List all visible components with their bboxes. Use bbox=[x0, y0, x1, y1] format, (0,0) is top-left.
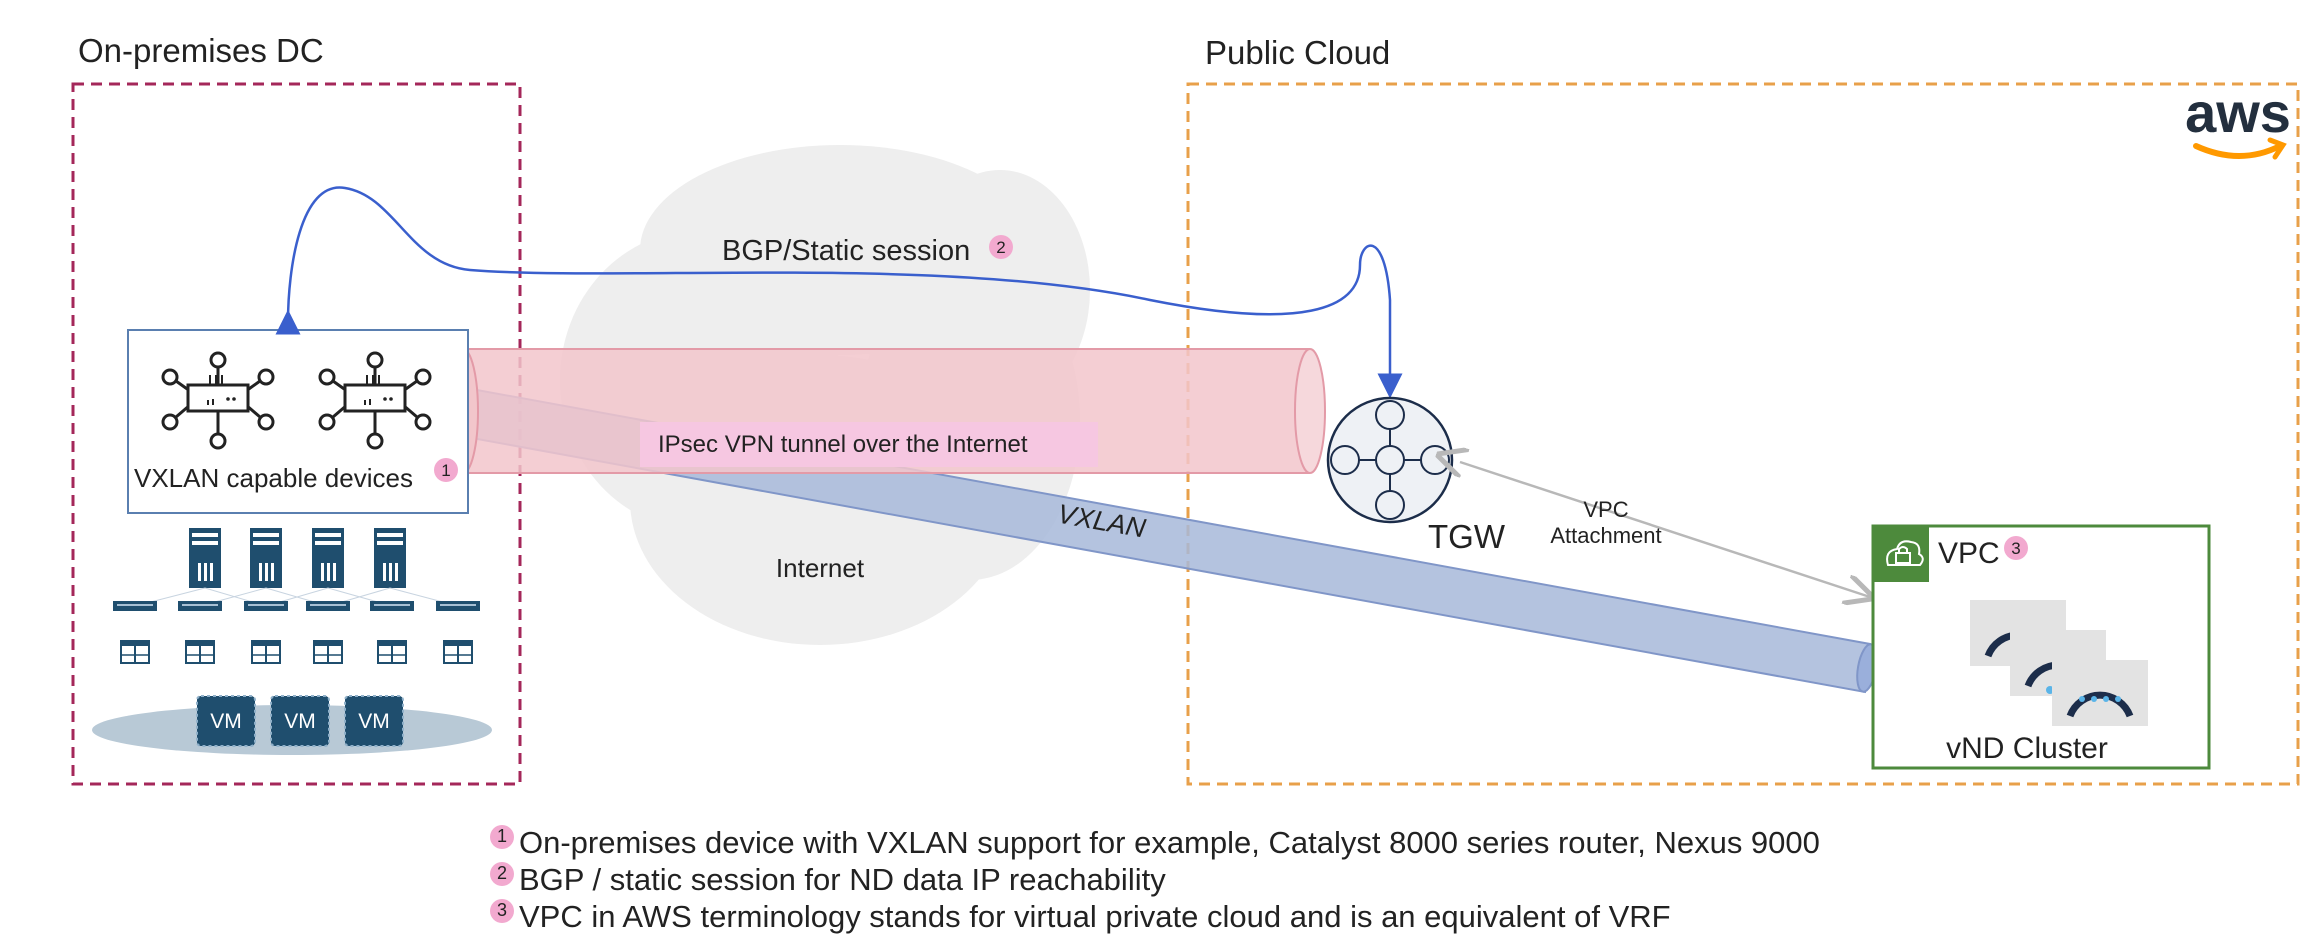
vnd-cluster-label: vND Cluster bbox=[1946, 732, 2108, 765]
switch-icon bbox=[313, 640, 343, 664]
switch-icon bbox=[377, 640, 407, 664]
server-icon bbox=[250, 528, 282, 588]
leaf-switch-icon bbox=[306, 601, 350, 611]
vpc-attachment-arrow bbox=[1460, 462, 1870, 597]
footnote-text: On-premises device with VXLAN support fo… bbox=[519, 825, 1820, 860]
leaf-switch-icon bbox=[244, 601, 288, 611]
svg-text:VM: VM bbox=[210, 710, 242, 733]
footnote-1: 1 On-premises device with VXLAN support … bbox=[490, 824, 1820, 861]
cloud-title: Public Cloud bbox=[1205, 34, 1390, 71]
vxlan-devices-label: VXLAN capable devices bbox=[134, 463, 413, 493]
svg-text:VM: VM bbox=[284, 710, 316, 733]
leaf-switch-icon bbox=[178, 601, 222, 611]
badge-3: 3 bbox=[2004, 536, 2028, 560]
leaf-switch-icon bbox=[113, 601, 157, 611]
tgw-label: TGW bbox=[1428, 518, 1506, 555]
tgw-hub-icon bbox=[1326, 396, 1454, 524]
footnote-text: BGP / static session for ND data IP reac… bbox=[519, 862, 1166, 897]
footnote-2: 2 BGP / static session for ND data IP re… bbox=[490, 861, 1820, 898]
switch-icon bbox=[185, 640, 215, 664]
footnote-badge: 1 bbox=[490, 824, 514, 849]
public-cloud-boundary bbox=[1186, 82, 2300, 786]
ipsec-label: IPsec VPN tunnel over the Internet bbox=[658, 431, 1028, 458]
svg-text:VM: VM bbox=[358, 710, 390, 733]
server-icon bbox=[374, 528, 406, 588]
footnote-badge: 3 bbox=[490, 898, 514, 923]
on-prem-title: On-premises DC bbox=[78, 32, 324, 69]
svg-text:3: 3 bbox=[2011, 539, 2020, 558]
vpc-label: VPC bbox=[1938, 537, 2000, 570]
vpc-attachment-label-1: VPC bbox=[1583, 497, 1628, 522]
ipsec-vpn-tunnel: IPsec VPN tunnel over the Internet bbox=[447, 348, 1326, 474]
vm-chip-icon: VM bbox=[196, 695, 256, 747]
badge-1: 1 bbox=[434, 458, 458, 482]
switch-icon bbox=[251, 640, 281, 664]
bgp-session-label: BGP/Static session bbox=[722, 235, 970, 267]
bgp-session-arrow bbox=[275, 186, 1403, 399]
vm-chip-icon: VM bbox=[270, 695, 330, 747]
vm-chip-icon: VM bbox=[344, 695, 404, 747]
vpc-attachment-label-2: Attachment bbox=[1550, 523, 1661, 548]
ipsec-label-box bbox=[640, 422, 1098, 467]
cloud-lock-icon bbox=[1873, 526, 1929, 582]
footnote-3: 3 VPC in AWS terminology stands for virt… bbox=[490, 898, 1820, 935]
svg-text:aws: aws bbox=[2185, 81, 2291, 144]
nd-cluster-icon bbox=[1970, 600, 2148, 726]
svg-text:1: 1 bbox=[441, 461, 450, 480]
internet-label: Internet bbox=[776, 553, 865, 583]
server-icon bbox=[189, 528, 221, 588]
aws-logo: aws bbox=[2185, 81, 2291, 160]
footnotes: 1 On-premises device with VXLAN support … bbox=[490, 824, 1820, 935]
footnote-text: VPC in AWS terminology stands for virtua… bbox=[519, 899, 1671, 934]
svg-text:2: 2 bbox=[996, 238, 1005, 257]
switch-icon bbox=[120, 640, 150, 664]
badge-2: 2 bbox=[989, 235, 1013, 259]
leaf-switch-icon bbox=[370, 601, 414, 611]
footnote-badge: 2 bbox=[490, 861, 514, 886]
server-icon bbox=[312, 528, 344, 588]
leaf-switch-icon bbox=[436, 601, 480, 611]
switch-icon bbox=[443, 640, 473, 664]
